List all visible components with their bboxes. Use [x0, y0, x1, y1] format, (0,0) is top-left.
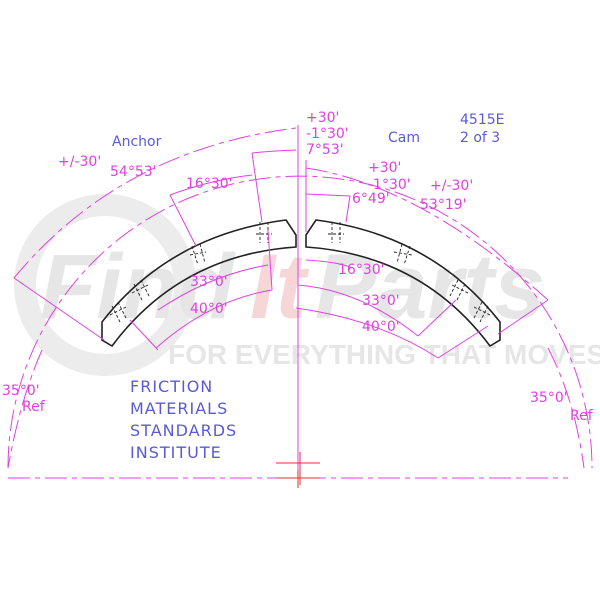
anchor-rivet-spacing-3: 40°0'	[190, 301, 228, 317]
cam-gap-tol-minus: -1°30'	[368, 177, 411, 193]
anchor-dimensions	[7, 127, 297, 469]
cam-ref-label: Ref	[570, 408, 594, 424]
watermark-brand-left: Find	[40, 236, 236, 338]
cam-rivet-spacing-3: 40°0'	[362, 319, 400, 335]
anchor-ref-angle: 35°0'	[2, 383, 40, 399]
anchor-lining-arc: 54°53'	[110, 164, 156, 180]
institute-line-2: MATERIALS	[130, 399, 228, 418]
institute-line-4: INSTITUTE	[130, 443, 222, 462]
cam-shoe	[305, 219, 501, 348]
anchor-gap-tol-plus: +30'	[306, 110, 339, 126]
anchor-tolerance: +/-30'	[58, 154, 101, 170]
cam-rivet-spacing-2: 33°0'	[362, 293, 400, 309]
anchor-rivet-spacing-2: 33°0'	[190, 274, 228, 290]
institute-line-1: FRICTION	[130, 377, 213, 396]
cam-lining-arc: 53°19'	[420, 197, 466, 213]
sheet-number: 2 of 3	[460, 130, 500, 146]
anchor-gap-angle: 7°53'	[306, 142, 344, 158]
reference-arc	[7, 175, 593, 469]
cam-gap-tol-plus: +30'	[368, 160, 401, 176]
cam-gap-angle: 6°49'	[352, 191, 390, 207]
anchor-rivet-spacing-1: 16°30'	[186, 176, 232, 192]
part-number: 4515E	[460, 112, 504, 128]
watermark-tagline: FOR EVERYTHING THAT MOVES	[168, 339, 600, 370]
institute-block: FRICTION MATERIALS STANDARDS INSTITUTE	[130, 377, 237, 462]
watermark-brand-mid: It	[250, 236, 310, 338]
institute-line-3: STANDARDS	[130, 421, 237, 440]
cam-ref-angle: 35°0'	[530, 390, 568, 406]
cam-rivet-spacing-1: 16°30'	[338, 262, 384, 278]
cam-dimensions	[295, 160, 585, 469]
anchor-label: Anchor	[112, 134, 162, 150]
anchor-ref-label: Ref	[22, 399, 46, 415]
watermark: Find It Parts FOR EVERYTHING THAT MOVES	[14, 194, 600, 376]
cam-label: Cam	[388, 130, 420, 146]
cam-tolerance: +/-30'	[430, 178, 473, 194]
anchor-shoe	[101, 219, 297, 348]
anchor-gap-tol-minus: -1°30'	[306, 126, 349, 142]
